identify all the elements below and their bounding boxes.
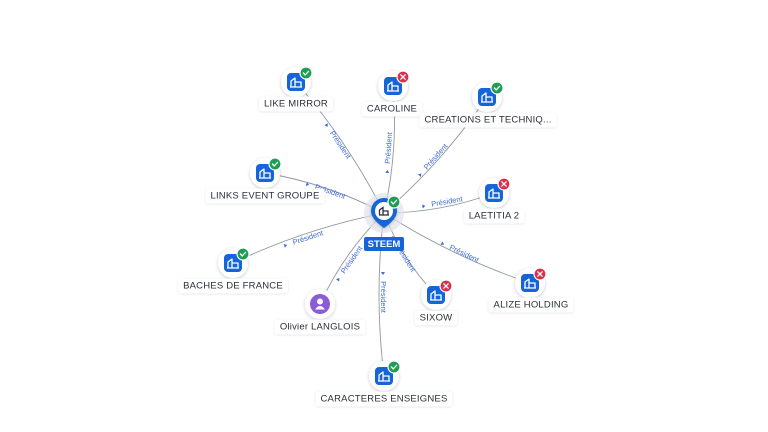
check-mark (239, 251, 247, 257)
cross-mark (443, 283, 449, 289)
edge-arrow-icon (381, 272, 385, 275)
cross-mark (537, 271, 543, 277)
center-label-bg (364, 237, 404, 251)
check-mark (271, 161, 279, 167)
center-label: STEEM (368, 239, 401, 250)
check-icon (387, 360, 401, 374)
edge-arrow-icon (385, 169, 390, 174)
node-alize-holding[interactable]: ALIZE HOLDING (488, 267, 574, 313)
building-glyph (524, 278, 536, 289)
node-olivier-langlois[interactable]: Olivier LANGLOIS (274, 289, 366, 335)
node-label-bg (488, 297, 574, 313)
edge-arrow-icon (305, 182, 310, 186)
building-glyph (430, 290, 442, 301)
building-glyph (481, 92, 493, 103)
node-label-bg (178, 278, 288, 294)
edge-label-olivier-langlois: Président (339, 243, 365, 275)
building-glyph (259, 168, 271, 179)
node-label-bg (361, 101, 423, 117)
node-label-bg (463, 208, 525, 224)
node-label: SIXOW (420, 313, 453, 324)
check-icon (268, 157, 282, 171)
node-label: Olivier LANGLOIS (280, 322, 360, 333)
node-label: CARACTERES ENSEIGNES (321, 394, 448, 405)
node-caracteres-enseignes[interactable]: CARACTERES ENSEIGNES (315, 360, 453, 407)
edge-arrow-icon (422, 204, 426, 209)
edge-label-baches-de-france: Président (291, 228, 325, 247)
person-body (315, 306, 325, 310)
node-caroline[interactable]: CAROLINE (361, 70, 423, 117)
edge-arrow-icon (324, 123, 328, 127)
center-node[interactable]: STEEM (364, 193, 404, 251)
node-label: BACHES DE FRANCE (183, 281, 283, 292)
node-sixow[interactable]: SIXOW (414, 279, 458, 326)
edge-label-creations-et-techniq: Président (422, 141, 450, 171)
node-baches-de-france[interactable]: BACHES DE FRANCE (178, 247, 288, 294)
building-glyph (227, 258, 239, 269)
node-label-bg (274, 319, 366, 335)
check-mark (390, 199, 398, 205)
node-label-bg (414, 310, 458, 326)
person-head (317, 298, 323, 305)
node-links-event-groupe[interactable]: LINKS EVENT GROUPE (205, 157, 325, 204)
node-laetitia-2[interactable]: LAETITIA 2 (463, 177, 525, 224)
building-glyph (378, 371, 390, 382)
edge-label-like-mirror: Président (328, 129, 354, 161)
check-mark (390, 364, 398, 370)
node-like-mirror[interactable]: LIKE MIRROR (259, 66, 333, 112)
check-mark (493, 85, 501, 91)
node-label-bg (419, 112, 557, 128)
edge-arrow-icon (283, 243, 288, 248)
check-icon (490, 81, 504, 95)
check-icon (387, 195, 401, 209)
node-label: LINKS EVENT GROUPE (210, 191, 319, 202)
edge-label-caroline: Président (383, 131, 394, 164)
edge-label-alize-holding: Président (448, 243, 481, 265)
building-glyph (387, 81, 399, 92)
building-icon (378, 206, 389, 216)
check-mark (302, 70, 310, 76)
cross-mark (501, 181, 507, 187)
node-label: LIKE MIRROR (264, 99, 328, 110)
building-glyph (290, 77, 302, 88)
edge-label-caracteres-enseignes: Président (379, 281, 388, 314)
node-label-bg (259, 96, 333, 112)
edge-arrow-icon (440, 241, 445, 246)
node-label: CAROLINE (367, 104, 417, 115)
node-creations-et-techniq[interactable]: CREATIONS ET TECHNIQ... (419, 81, 557, 128)
node-label-bg (205, 188, 325, 204)
node-label: CREATIONS ET TECHNIQ... (424, 115, 551, 126)
building-glyph (488, 188, 500, 199)
node-label: ALIZE HOLDING (494, 300, 569, 311)
node-label: LAETITIA 2 (469, 211, 520, 222)
edge-arrow-icon (417, 173, 422, 178)
check-icon (236, 247, 250, 261)
cross-mark (400, 74, 406, 80)
node-label-bg (315, 391, 453, 407)
edge-arrow-icon (335, 277, 340, 282)
check-icon (299, 66, 313, 80)
